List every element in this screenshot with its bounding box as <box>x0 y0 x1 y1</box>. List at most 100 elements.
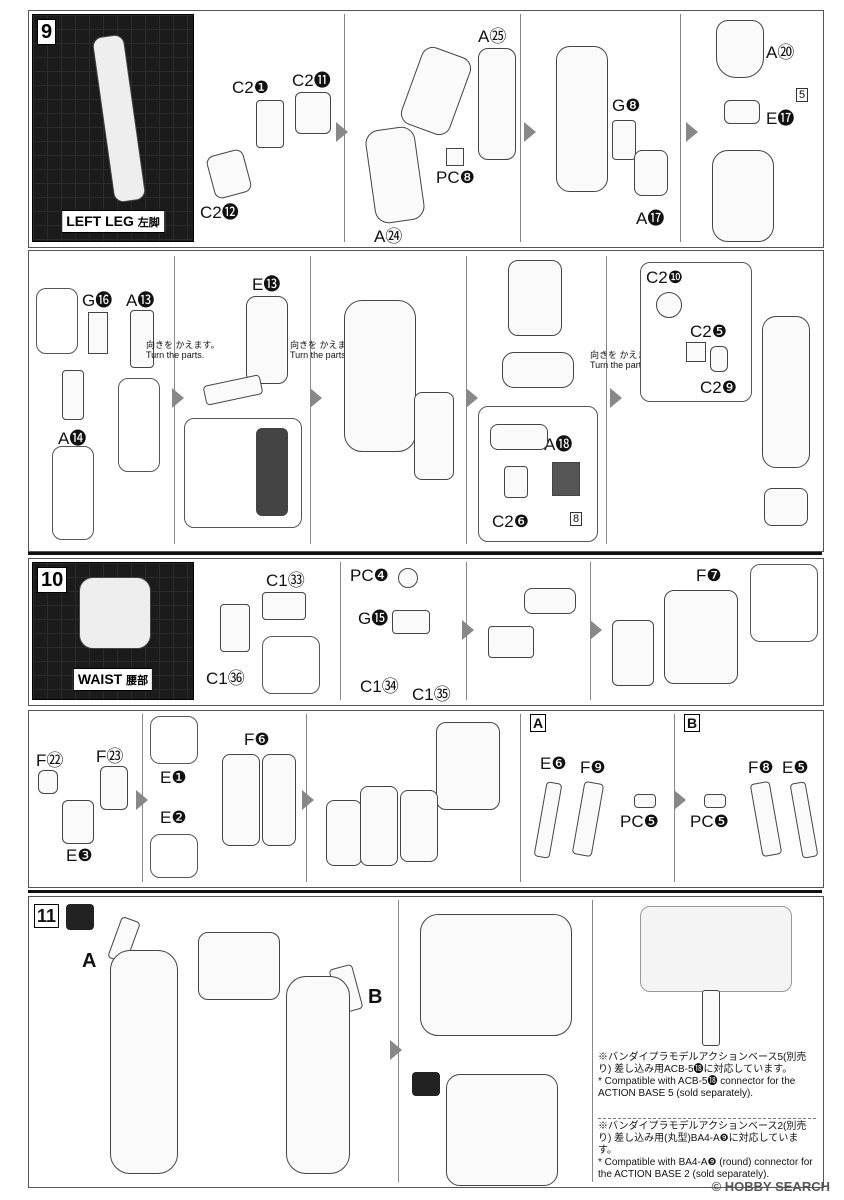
f22-part-illustration <box>38 770 58 794</box>
detail-callout <box>262 636 320 694</box>
part-label: A⓮ <box>58 429 87 448</box>
next-arrow-icon <box>336 122 348 142</box>
leg-upper-illustration <box>508 260 562 336</box>
hobby-search-watermark: © HOBBY SEARCH <box>711 1179 830 1194</box>
waist-core-illustration <box>612 620 654 686</box>
a20-part-illustration <box>716 20 764 78</box>
step10-label-jp: 腰部 <box>126 675 149 687</box>
c2-joint-illustration <box>656 292 682 318</box>
step9-header-box: 9 LEFT LEG 左脚 <box>32 14 194 242</box>
waist-assembly-illustration <box>436 722 500 810</box>
turn-jp: 向きを かえます。 <box>590 350 664 360</box>
part-label: C2❿ <box>646 268 683 287</box>
part-label: C2⓬ <box>200 203 239 222</box>
divider <box>340 562 341 700</box>
part-label: E❷ <box>160 808 187 827</box>
c1-part-illustration <box>262 592 306 620</box>
lower-leg-illustration <box>344 300 416 452</box>
action-base-connector-illustration <box>640 906 792 992</box>
shin-cover-illustration <box>414 392 454 480</box>
part-label: C1㉟ <box>412 685 451 704</box>
c2-part-illustration <box>295 92 331 134</box>
note2-en: * Compatible with BA4-A❾ (round) connect… <box>598 1157 813 1180</box>
e3-part-illustration <box>62 800 94 844</box>
pc5-part-illustration <box>704 794 726 808</box>
part-label: F㉓ <box>96 747 124 766</box>
divider <box>520 14 521 242</box>
part-label: C2❺ <box>690 322 727 341</box>
next-arrow-icon <box>390 1040 402 1060</box>
waist-frame-illustration <box>488 626 534 658</box>
pc5-part-illustration <box>634 794 656 808</box>
turn-parts-note: 向きを かえます。Turn the parts. <box>146 340 220 360</box>
turn-parts-note: 向きを かえます。Turn the parts. <box>590 350 664 370</box>
next-arrow-icon <box>136 790 148 810</box>
pc8-part-illustration <box>446 148 464 166</box>
connector-peg-illustration <box>702 990 720 1046</box>
gundam-waist-illustration <box>446 1074 558 1186</box>
step10-label: WAIST 腰部 <box>72 668 154 691</box>
substep-b-label: B <box>684 714 701 732</box>
pc4-ball-illustration <box>398 568 418 588</box>
part-label: G⓰ <box>82 291 113 310</box>
f23-part-illustration <box>100 766 128 810</box>
action-base-5-note: ※バンダイプラモデルアクションベース5(別売り) 差し込み用ACB-5⓲に対応し… <box>598 1052 816 1100</box>
section-divider <box>28 890 822 893</box>
e17-part-illustration <box>724 100 760 124</box>
next-arrow-icon <box>172 388 184 408</box>
turn-en: Turn the parts. <box>290 350 349 360</box>
sticker-ref-tag: 5 <box>796 88 809 102</box>
part-label: PC❺ <box>620 812 659 831</box>
note1-jp: ※バンダイプラモデルアクションベース5(別売り) 差し込み用ACB-5⓲に対応し… <box>598 1052 807 1075</box>
step11-number: 11 <box>34 904 60 928</box>
skirt-armor-illustration <box>360 786 398 866</box>
part-label: PC❺ <box>690 812 729 831</box>
part-label: E❺ <box>782 758 809 777</box>
turn-parts-note: 向きを かえます。Turn the parts. <box>290 340 364 360</box>
leg-frame-illustration <box>556 46 608 192</box>
c1-part-illustration <box>220 604 250 652</box>
ankle-guard-illustration <box>490 424 548 450</box>
e13-part-illustration <box>246 296 288 384</box>
step9-label-en: LEFT LEG <box>66 213 134 229</box>
turn-jp: 向きを かえます。 <box>146 340 220 350</box>
part-label: E❸ <box>66 846 93 865</box>
next-arrow-icon <box>610 388 622 408</box>
side-a-label: A <box>82 950 97 972</box>
thigh-illustration <box>712 150 774 242</box>
section-divider <box>28 552 822 555</box>
part-label: E⓱ <box>766 109 795 128</box>
a13-part-illustration <box>130 310 154 368</box>
action-base-2-note: ※バンダイプラモデルアクションベース2(別売り) 差し込み用(丸型)BA4-A❾… <box>598 1118 816 1181</box>
part-label: G⓯ <box>358 609 389 628</box>
turn-en: Turn the parts. <box>146 350 205 360</box>
detail-callout <box>150 716 198 764</box>
divider <box>592 900 593 1182</box>
part-label: F❽ <box>748 758 774 777</box>
detail-callout <box>52 446 94 540</box>
part-label: PC❹ <box>350 566 389 585</box>
part-label: C2❻ <box>492 512 529 531</box>
waist-illustration <box>79 577 151 649</box>
part-label: C2❾ <box>700 378 737 397</box>
detail-callout <box>640 262 752 402</box>
next-arrow-icon <box>310 388 322 408</box>
part-label: C1㉞ <box>360 677 399 696</box>
next-arrow-icon <box>674 790 686 810</box>
ankle-illustration <box>502 352 574 388</box>
part-label: C1㉝ <box>266 571 305 590</box>
next-arrow-icon <box>302 790 314 810</box>
next-arrow-icon <box>686 122 698 142</box>
note2-jp: ※バンダイプラモデルアクションベース2(別売り) 差し込み用(丸型)BA4-A❾… <box>598 1121 807 1156</box>
side-b-label: B <box>368 986 383 1008</box>
turn-jp: 向きを かえます。 <box>290 340 364 350</box>
part-label: C2⓫ <box>292 71 331 90</box>
divider <box>680 14 681 242</box>
left-leg-illustration <box>286 976 350 1174</box>
divider <box>520 714 521 882</box>
part-label: F❾ <box>580 758 606 777</box>
step9-number: 9 <box>37 19 57 45</box>
part-label: PC❽ <box>436 168 475 187</box>
part-label: A⓭ <box>126 291 155 310</box>
leg-assembled-illustration <box>762 316 810 468</box>
